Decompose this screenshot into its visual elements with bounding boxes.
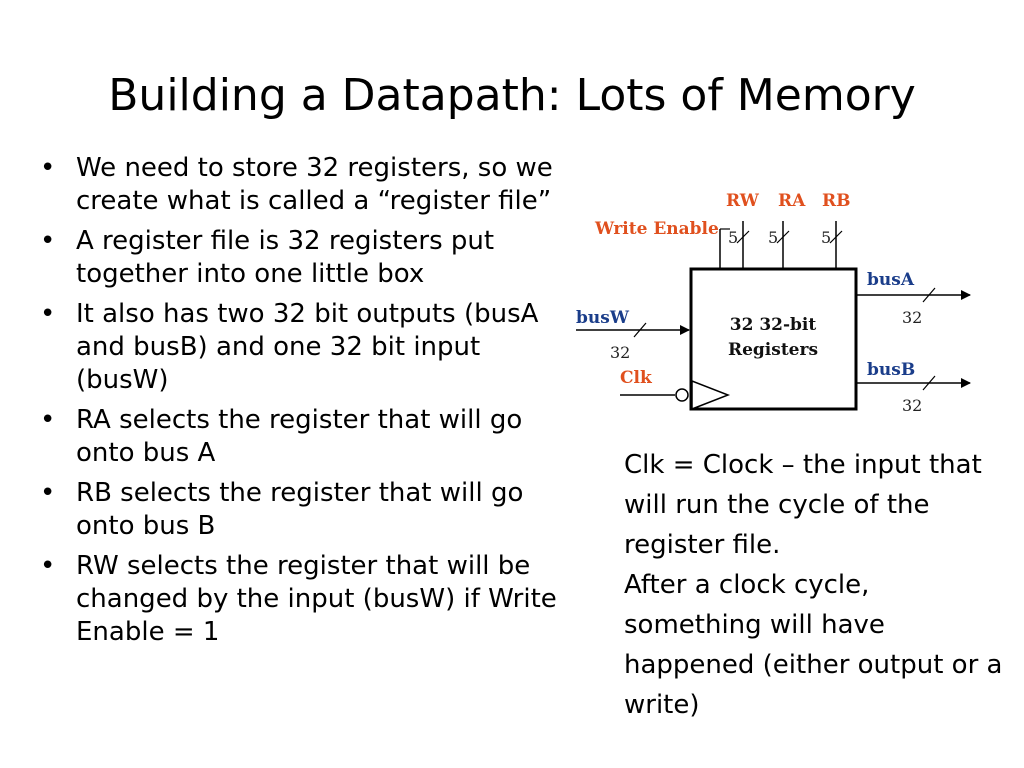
rw-label: RW (726, 191, 760, 211)
bullet-text: We need to store 32 registers, so we cre… (76, 153, 553, 216)
busb-label: busB (867, 360, 915, 380)
bullet-item: • A register file is 32 registers put tog… (40, 225, 570, 291)
clock-note-line2: After a clock cycle, something will have… (624, 570, 1003, 720)
register-file-diagram: RW RA RB Write Enable 5 5 5 32 32-bit Re… (576, 191, 971, 415)
bullet-text: RB selects the register that will go ont… (76, 478, 524, 541)
bullet-dot-icon: • (40, 551, 56, 581)
busb-width-slash (922, 375, 936, 391)
ra-label: RA (778, 191, 806, 211)
bullet-item: • RA selects the register that will go on… (40, 404, 570, 470)
ra-width-label: 5 (768, 228, 778, 247)
rw-width-label: 5 (728, 228, 738, 247)
busb-width-label: 32 (902, 396, 922, 415)
rb-label: RB (822, 191, 851, 211)
bullet-text: It also has two 32 bit outputs (busA and… (76, 299, 539, 395)
rb-width-label: 5 (821, 228, 831, 247)
bullet-text: RA selects the register that will go ont… (76, 405, 523, 468)
busa-label: busA (867, 270, 915, 290)
register-file-box (689, 267, 858, 411)
box-label-line1: 32 32-bit (730, 315, 817, 335)
bullet-dot-icon: • (40, 478, 56, 508)
bullet-item: • We need to store 32 registers, so we cr… (40, 152, 570, 218)
write-enable-label: Write Enable (594, 219, 719, 239)
busw-label: busW (576, 308, 630, 328)
ra-width-slash (776, 230, 790, 244)
bullet-dot-icon: • (40, 299, 56, 329)
clk-triangle (691, 379, 731, 411)
clock-note-line1: Clk = Clock – the input that will run th… (624, 450, 982, 560)
bullet-item: • It also has two 32 bit outputs (busA an… (40, 298, 570, 397)
bullet-text: A register file is 32 registers put toge… (76, 226, 495, 289)
bullet-item: • RB selects the register that will go on… (40, 477, 570, 543)
bullet-list: • We need to store 32 registers, so we cr… (40, 152, 570, 656)
bullet-dot-icon: • (40, 405, 56, 435)
rb-width-slash (829, 230, 843, 244)
bullet-item: • RW selects the register that will be ch… (40, 550, 570, 649)
bullet-text: RW selects the register that will be cha… (76, 551, 557, 647)
busw-width-slash (633, 322, 647, 338)
clock-note: Clk = Clock – the input that will run th… (624, 445, 1004, 725)
clk-bubble (675, 388, 689, 402)
rw-width-slash (736, 230, 750, 244)
busw-width-label: 32 (610, 343, 630, 362)
bullet-dot-icon: • (40, 153, 56, 183)
clk-label: Clk (620, 368, 653, 388)
bullet-dot-icon: • (40, 226, 56, 256)
busa-width-label: 32 (902, 308, 922, 327)
slide-title: Building a Datapath: Lots of Memory (108, 70, 916, 121)
busa-width-slash (922, 287, 936, 303)
box-label-line2: Registers (728, 340, 818, 360)
